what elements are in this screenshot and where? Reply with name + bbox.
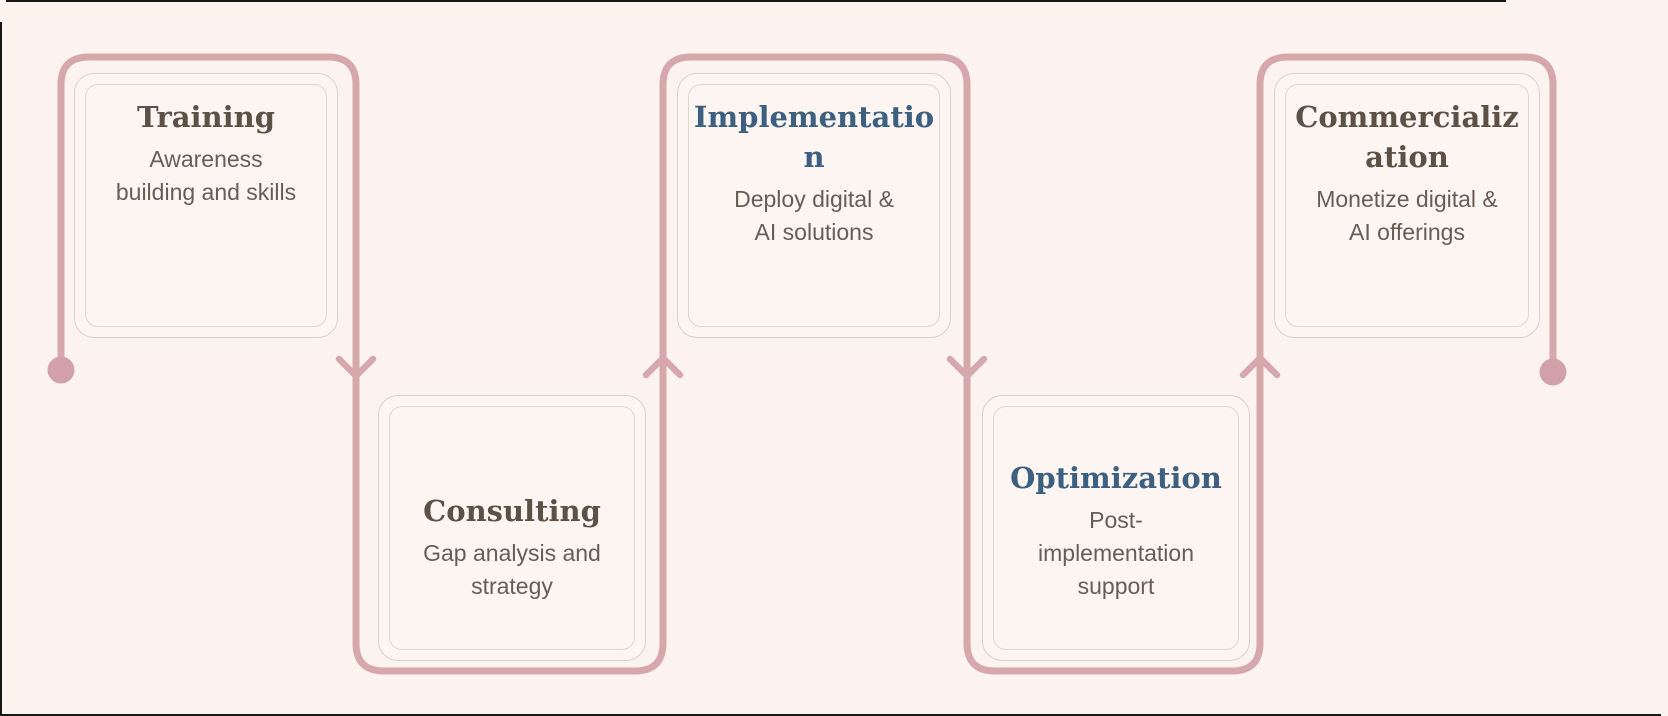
stage-subtitle: Deploy digital & AI solutions — [734, 186, 894, 245]
stage-subtitle: Monetize digital & AI offerings — [1316, 186, 1498, 245]
stage-card-implementation: Implementation Deploy digital & AI solut… — [677, 73, 951, 338]
arrow-down-icon — [335, 355, 377, 380]
stage-title: Consulting — [423, 494, 601, 528]
stage-card-inner: Consulting Gap analysis and strategy — [389, 406, 635, 650]
flow-start-dot — [47, 356, 75, 384]
arrow-down-icon — [946, 355, 988, 380]
frame-border-left — [0, 22, 2, 716]
stage-card-optimization: Optimization Post-implementation support — [982, 395, 1250, 661]
frame-border-top — [6, 0, 1506, 2]
frame-border-bottom — [0, 714, 1661, 716]
stage-subtitle: Awareness building and skills — [115, 146, 297, 205]
stage-card-training: Training Awareness building and skills — [74, 73, 338, 338]
stage-card-inner: Optimization Post-implementation support — [993, 406, 1239, 650]
stage-card-inner: Commercialization Monetize digital & AI … — [1285, 84, 1529, 327]
flow-connector-path — [57, 53, 1557, 675]
arrow-up-icon — [642, 354, 684, 379]
stage-title: Training — [136, 100, 276, 134]
stage-card-commercialization: Commercialization Monetize digital & AI … — [1274, 73, 1540, 338]
arrow-up-icon — [1239, 354, 1281, 379]
stage-card-consulting: Consulting Gap analysis and strategy — [378, 395, 646, 661]
flow-end-dot — [1539, 358, 1567, 386]
stage-subtitle: Gap analysis and strategy — [423, 540, 601, 599]
stage-title: Commercialization — [1295, 100, 1519, 174]
stage-subtitle: Post-implementation support — [1038, 507, 1194, 599]
stage-title: Implementation — [693, 100, 935, 174]
stage-card-inner: Training Awareness building and skills — [85, 84, 327, 327]
stage-card-inner: Implementation Deploy digital & AI solut… — [688, 84, 940, 327]
stage-title: Optimization — [1010, 461, 1222, 495]
